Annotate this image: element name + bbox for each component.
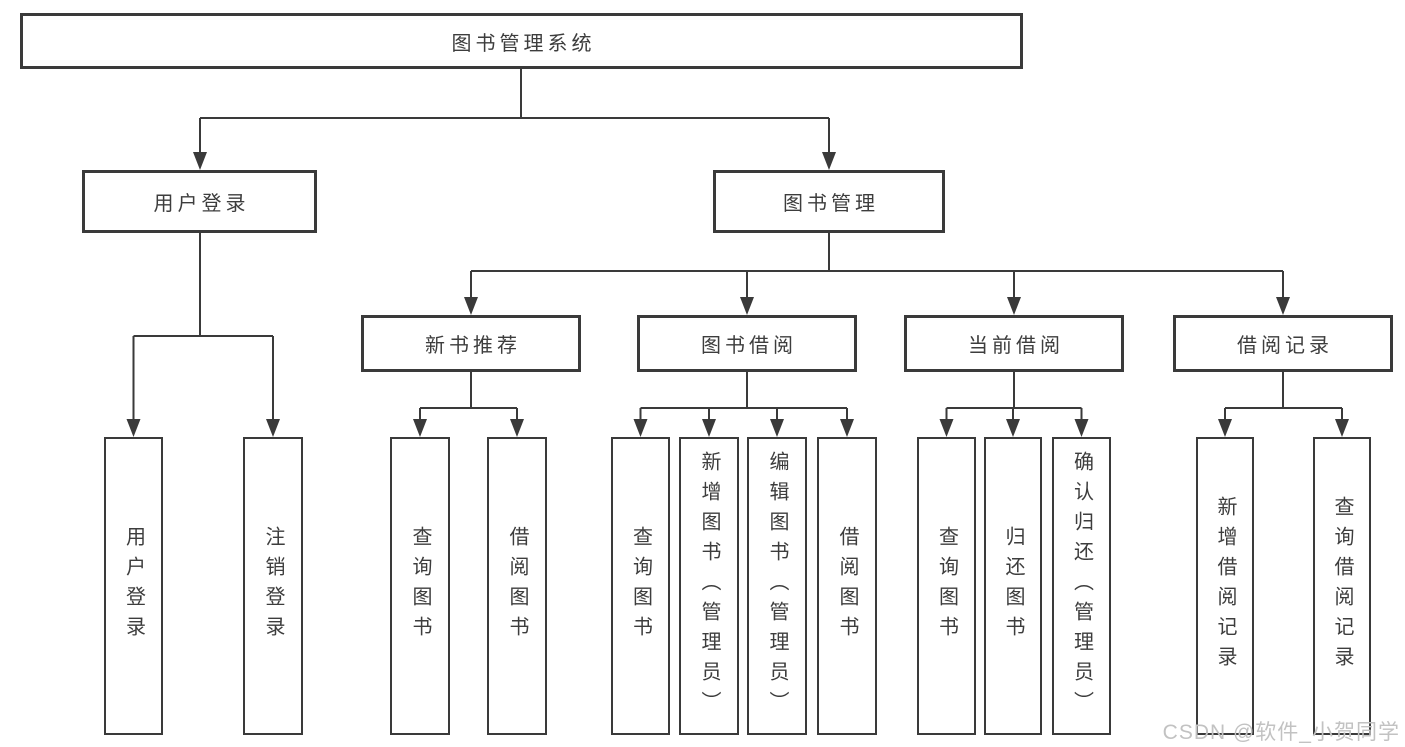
leaf-edit-book-admin: 编辑图书（管理员） bbox=[747, 437, 807, 735]
node-borrow-records: 借阅记录 bbox=[1173, 315, 1393, 372]
leaf-add-borrow-record: 新增借阅记录 bbox=[1196, 437, 1254, 735]
node-new-book-recommend: 新书推荐 bbox=[361, 315, 581, 372]
leaf-query-books-recommend: 查询图书 bbox=[390, 437, 450, 735]
leaf-borrow-books-borrow: 借阅图书 bbox=[817, 437, 877, 735]
leaf-return-books: 归还图书 bbox=[984, 437, 1042, 735]
node-book-borrow: 图书借阅 bbox=[637, 315, 857, 372]
leaf-borrow-books-recommend: 借阅图书 bbox=[487, 437, 547, 735]
leaf-query-books-current: 查询图书 bbox=[917, 437, 976, 735]
leaf-logout: 注销登录 bbox=[243, 437, 303, 735]
watermark: CSDN @软件_小贺同学 bbox=[1162, 721, 1400, 744]
node-user-login: 用户登录 bbox=[82, 170, 317, 233]
leaf-confirm-return-admin: 确认归还（管理员） bbox=[1052, 437, 1111, 735]
leaf-user-login: 用户登录 bbox=[104, 437, 163, 735]
node-book-management: 图书管理 bbox=[713, 170, 945, 233]
leaf-query-books-borrow: 查询图书 bbox=[611, 437, 670, 735]
node-current-borrow: 当前借阅 bbox=[904, 315, 1124, 372]
leaf-query-borrow-record: 查询借阅记录 bbox=[1313, 437, 1371, 735]
node-library-system: 图书管理系统 bbox=[20, 13, 1023, 69]
leaf-add-book-admin: 新增图书（管理员） bbox=[679, 437, 739, 735]
